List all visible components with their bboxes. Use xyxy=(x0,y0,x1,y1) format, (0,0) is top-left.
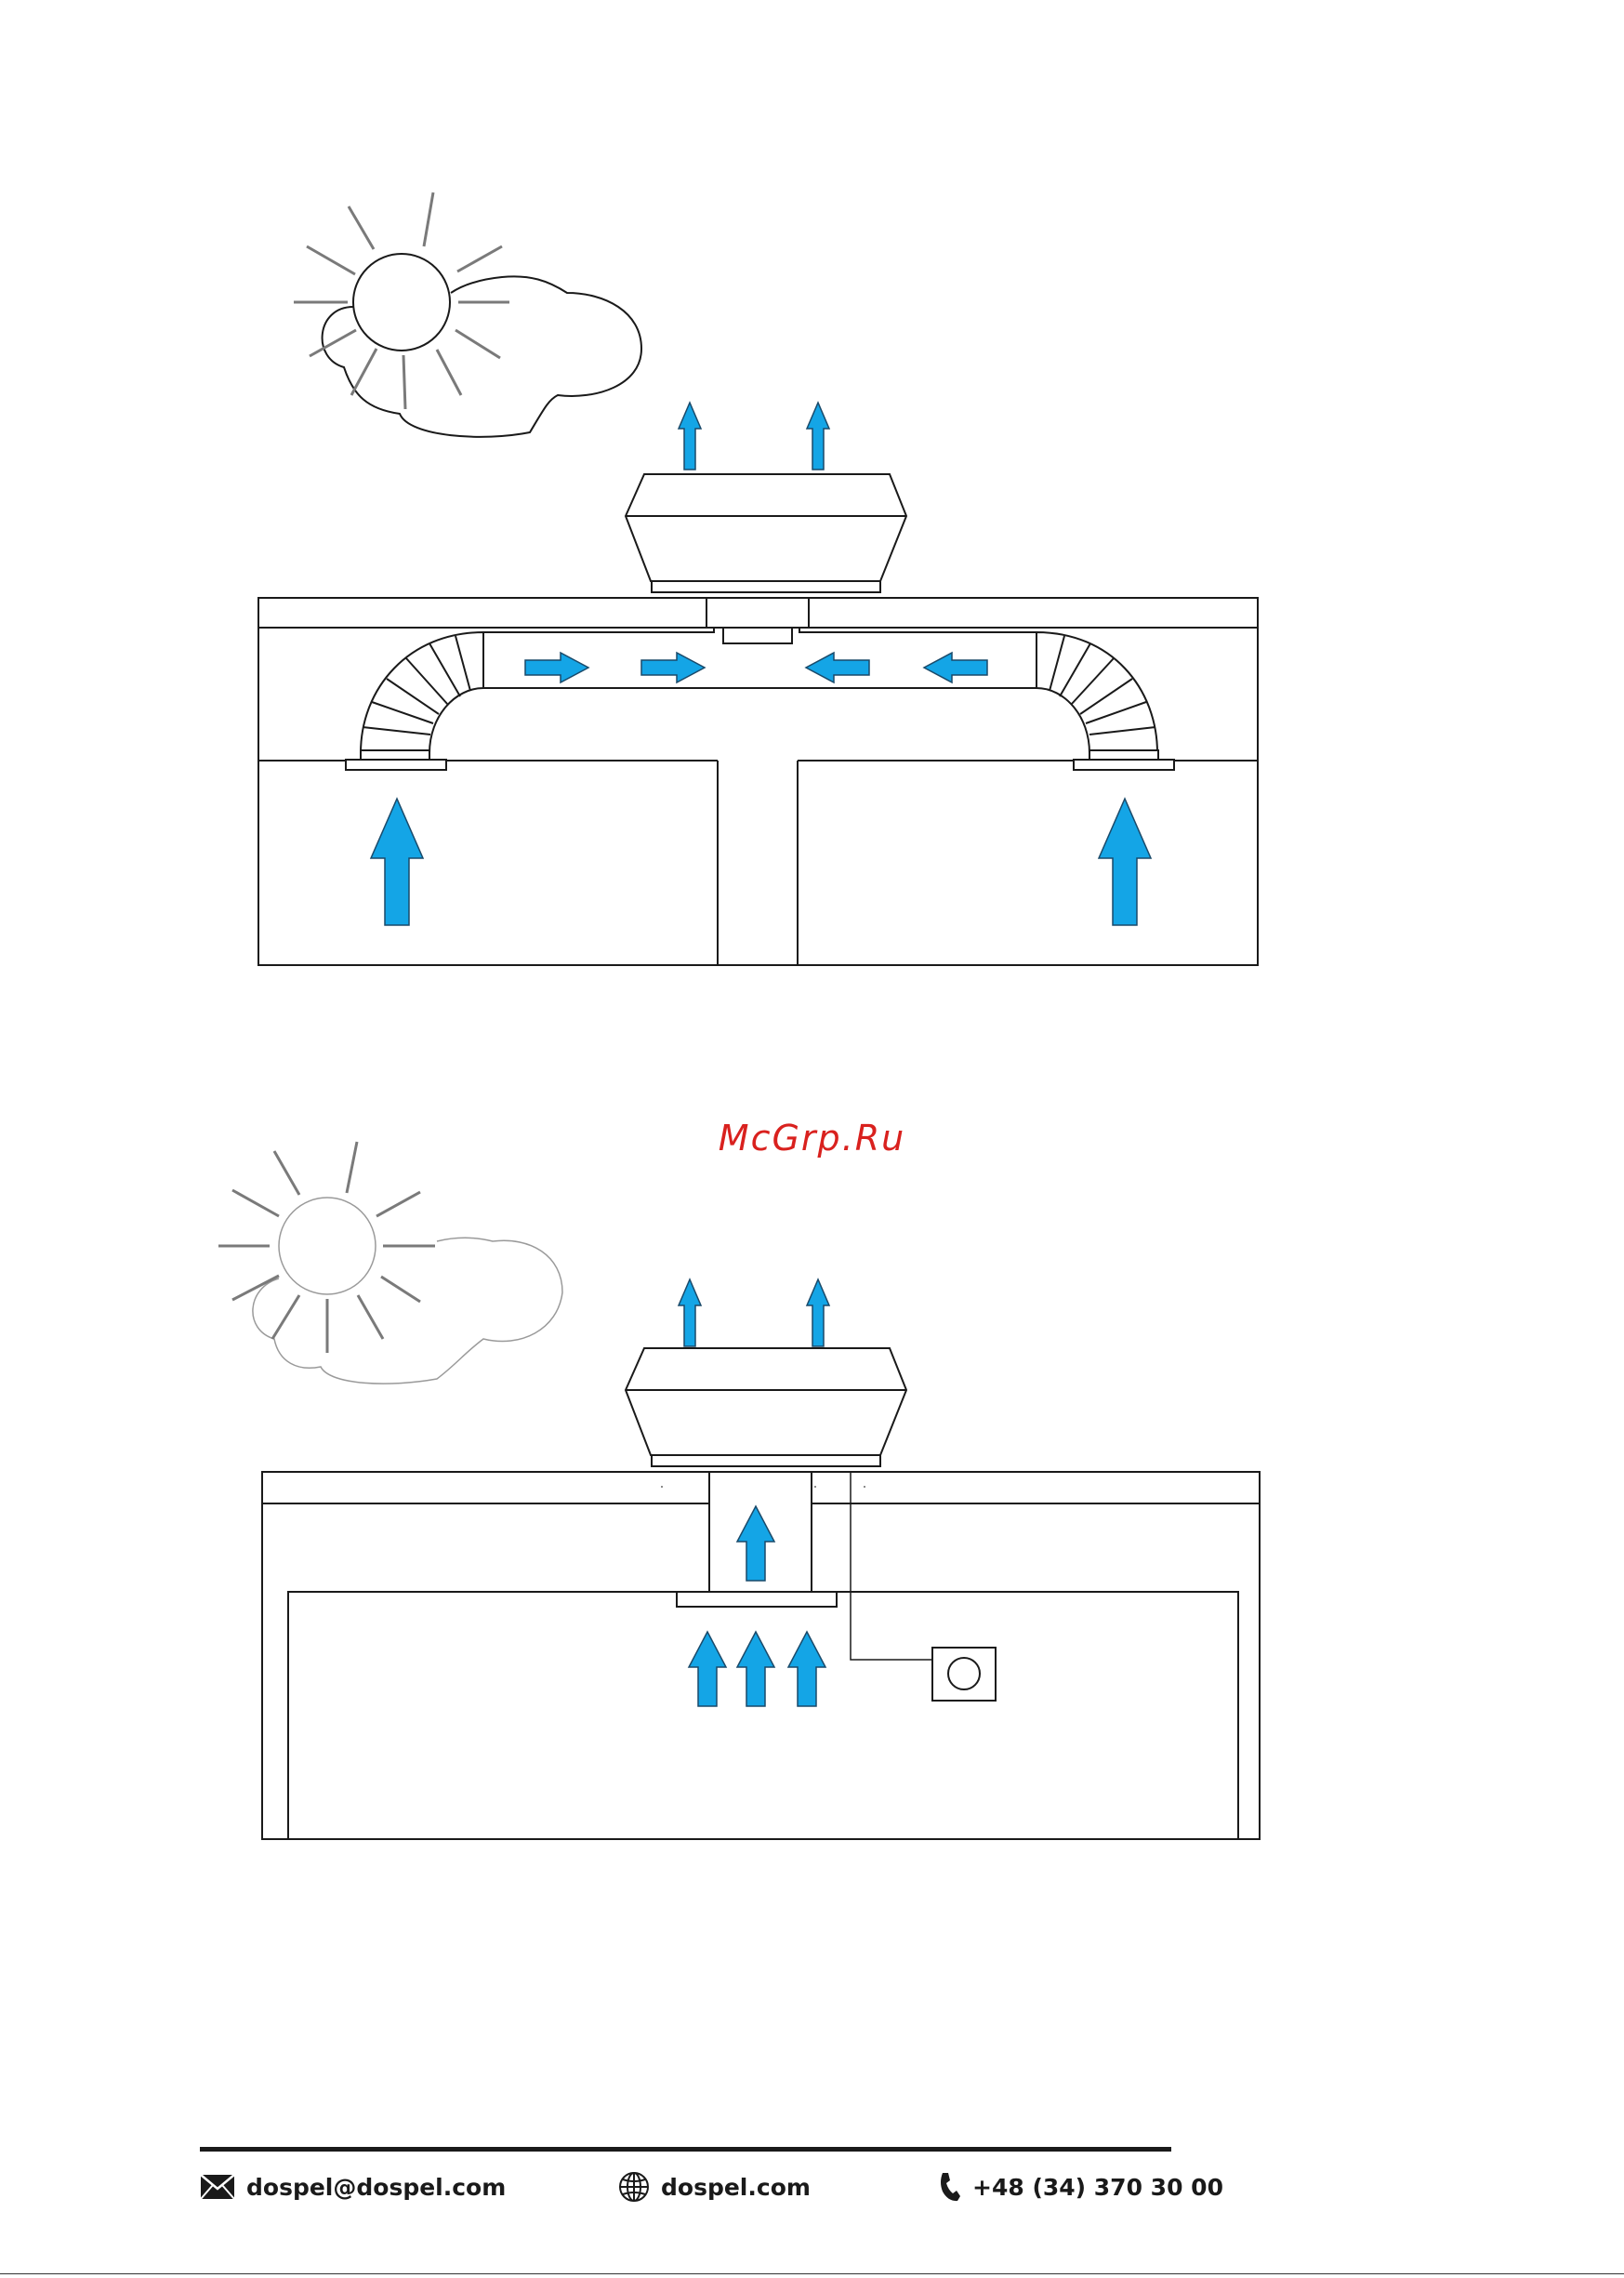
envelope-icon xyxy=(200,2174,235,2200)
sun-circle xyxy=(279,1198,376,1294)
globe-icon xyxy=(618,2171,650,2203)
duct-network xyxy=(346,598,1174,770)
watermark-text: McGrp.Ru xyxy=(0,1118,1624,1159)
footer-website[interactable]: dospel.com xyxy=(618,2168,811,2205)
diagram-2-direct-extraction xyxy=(218,1142,1260,1839)
footer-email[interactable]: dospel@dospel.com xyxy=(200,2168,506,2205)
email-text: dospel@dospel.com xyxy=(246,2174,506,2201)
footer-phone[interactable]: +48 (34) 370 30 00 xyxy=(939,2168,1223,2205)
footer-divider xyxy=(200,2147,1171,2152)
left-elbow xyxy=(361,632,483,753)
right-elbow xyxy=(1036,632,1157,753)
sun-cloud-icon xyxy=(218,1142,562,1384)
sun-circle xyxy=(353,254,450,351)
page-bottom-line xyxy=(0,2273,1624,2274)
roof-fan-unit xyxy=(626,1348,906,1466)
phone-text: +48 (34) 370 30 00 xyxy=(972,2174,1223,2201)
sun-cloud-icon xyxy=(294,192,641,437)
website-text: dospel.com xyxy=(661,2174,811,2201)
speed-controller xyxy=(932,1648,996,1701)
controller-wiring xyxy=(851,1472,996,1701)
phone-icon xyxy=(939,2171,961,2203)
roof-fan-unit xyxy=(626,474,906,592)
